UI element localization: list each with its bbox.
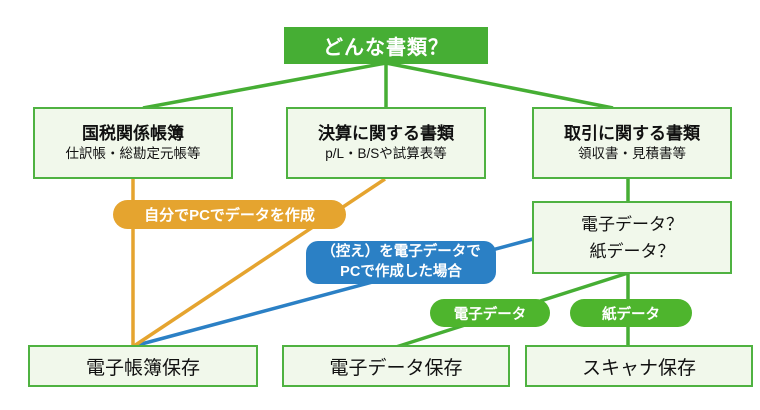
storage-method-electronic-data: 電子データ保存: [282, 345, 510, 387]
storage-method-label: 電子帳簿保存: [85, 357, 200, 379]
edge-label-self-pc-created: 自分でPCでデータを作成: [113, 200, 346, 229]
root-question-label: どんな書類？: [323, 37, 449, 59]
decision-line1: 電子データ？: [581, 214, 683, 234]
connector-root-to-national-tax: [142, 61, 387, 110]
doc-type-title: 国税関係帳簿: [82, 124, 184, 144]
doc-type-subtitle: 仕訳帳・総勘定元帳等: [65, 146, 201, 162]
doc-type-national-tax-books: 国税関係帳簿 仕訳帳・総勘定元帳等: [33, 107, 233, 179]
doc-type-title: 取引に関する書類: [564, 124, 700, 144]
doc-type-transaction-documents: 取引に関する書類 領収書・見積書等: [532, 107, 732, 179]
edge-label-line2: PCで作成した場合: [340, 263, 462, 280]
edge-label-text: 自分でPCでデータを作成: [144, 207, 315, 224]
doc-type-title: 決算に関する書類: [318, 124, 454, 144]
decision-line2: 紙データ？: [589, 241, 675, 261]
edge-label-paper-data: 紙データ: [570, 299, 692, 327]
root-question-node: どんな書類？: [284, 27, 488, 64]
doc-type-settlement-documents: 決算に関する書類 p/L・B/Sや試算表等: [286, 107, 486, 179]
storage-method-electronic-ledger: 電子帳簿保存: [28, 345, 258, 387]
edge-label-copy-electronic-pc: （控え）を電子データで PCで作成した場合: [306, 241, 496, 284]
storage-method-scanner: スキャナ保存: [525, 345, 753, 387]
storage-method-label: スキャナ保存: [581, 357, 696, 379]
doc-type-subtitle: 領収書・見積書等: [578, 146, 686, 162]
edge-label-electronic-data: 電子データ: [430, 299, 550, 327]
edge-label-line1: （控え）を電子データで: [321, 243, 481, 260]
edge-label-text: 電子データ: [453, 306, 527, 323]
doc-type-subtitle: p/L・B/Sや試算表等: [325, 146, 447, 162]
edge-label-text: 紙データ: [602, 306, 660, 323]
decision-electronic-or-paper: 電子データ？ 紙データ？: [532, 201, 732, 274]
connector-root-to-transaction: [385, 61, 614, 110]
storage-method-label: 電子データ保存: [329, 357, 463, 379]
